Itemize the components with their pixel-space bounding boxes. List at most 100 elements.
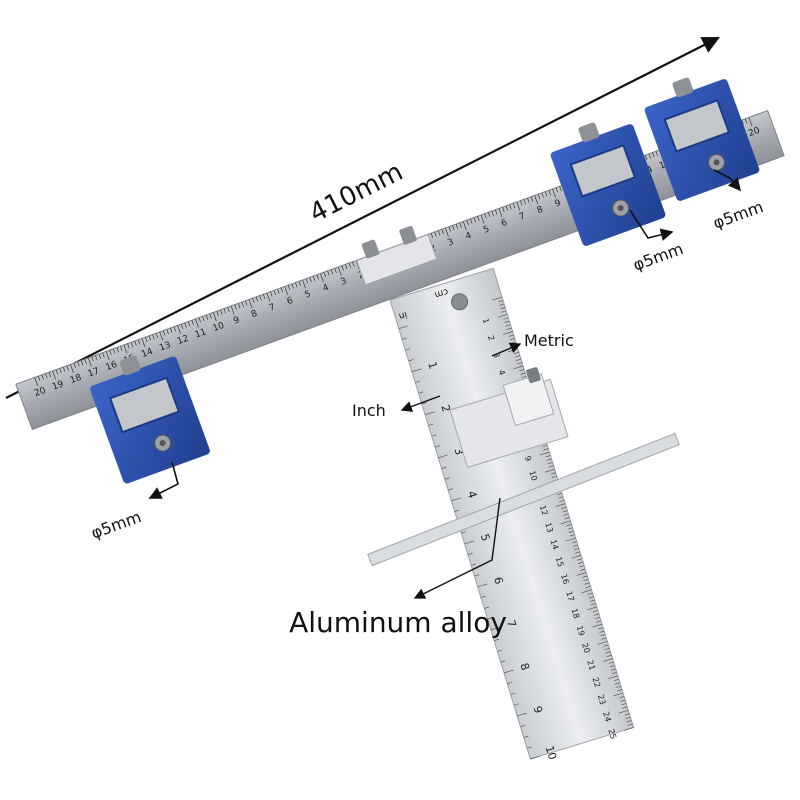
square-tick xyxy=(517,362,523,365)
square-tick xyxy=(572,544,578,547)
ruler-number: 16 xyxy=(105,360,119,373)
ruler-tick xyxy=(505,205,509,211)
square-tick xyxy=(499,303,505,306)
square-tick xyxy=(497,314,508,318)
square-tick xyxy=(589,599,595,602)
square-tick xyxy=(615,682,621,685)
right-blue-block-b xyxy=(644,77,760,201)
square-tick xyxy=(444,477,450,480)
square-tick xyxy=(517,712,527,717)
cross-blade xyxy=(367,432,680,567)
square-tick xyxy=(431,434,437,437)
square-tick xyxy=(558,496,564,499)
ruler-tick xyxy=(452,225,455,231)
ruler-tick xyxy=(437,230,441,236)
ruler-tick xyxy=(502,207,505,212)
ruler-tick xyxy=(445,227,449,237)
ruler-number: 3 xyxy=(339,276,348,287)
ruler-tick xyxy=(352,261,355,267)
ruler-tick xyxy=(134,340,137,346)
material-leader xyxy=(413,497,501,599)
ruler-tick xyxy=(80,360,84,366)
ruler-tick xyxy=(55,369,59,375)
ruler-number: 6 xyxy=(500,218,509,229)
ruler-tick xyxy=(237,303,241,309)
square-cm-unit: cm xyxy=(433,286,449,300)
square-tick xyxy=(398,325,409,329)
square-cm-number: 18 xyxy=(569,607,581,619)
square-tick xyxy=(611,672,617,675)
ruler-tick xyxy=(45,373,48,379)
square-tick xyxy=(411,368,422,373)
square-tick xyxy=(599,630,605,633)
square-tick xyxy=(626,720,632,723)
square-tick xyxy=(585,586,591,589)
square-tick xyxy=(568,530,574,533)
ruler-number: 8 xyxy=(250,309,259,320)
ruler-tick xyxy=(655,151,659,157)
ruler-tick xyxy=(37,375,41,381)
ruler-tick xyxy=(341,265,344,271)
square-tick xyxy=(603,644,609,647)
square-screw xyxy=(451,293,469,311)
ruler-number: 9 xyxy=(554,198,563,209)
ruler-tick xyxy=(259,295,262,301)
square-tick xyxy=(542,444,548,447)
square-tick xyxy=(547,462,553,465)
square-tick xyxy=(415,380,421,383)
ruler-tick xyxy=(545,191,548,197)
ruler-tick xyxy=(495,209,498,215)
square-cm-number: 9 xyxy=(523,455,533,463)
square-tick xyxy=(421,402,427,405)
ruler-tick xyxy=(66,365,69,371)
ruler-tick xyxy=(62,366,66,372)
square-tick xyxy=(616,685,622,688)
square-tick xyxy=(520,725,526,728)
ruler-tick xyxy=(520,200,523,206)
square-tick xyxy=(494,638,500,641)
ruler-tick xyxy=(220,309,223,315)
ruler-tick xyxy=(327,270,330,276)
square-cm-number: 13 xyxy=(543,521,555,533)
ruler-tick xyxy=(112,348,116,354)
ruler-tick xyxy=(530,196,534,202)
square-tick xyxy=(502,331,513,335)
ruler-number: 5 xyxy=(482,224,491,235)
ruler-tick xyxy=(170,327,173,333)
ruler-number: 3 xyxy=(446,237,455,248)
ruler-tick xyxy=(534,195,539,205)
square-cm-number: 22 xyxy=(591,676,603,688)
ruler-tick xyxy=(744,118,748,124)
ruler-tick xyxy=(52,370,56,380)
square-tick xyxy=(408,359,414,362)
square-tick xyxy=(487,617,493,620)
ruler-tick xyxy=(127,343,130,349)
ruler-tick xyxy=(230,305,235,315)
ruler-tick xyxy=(227,307,230,313)
square-tick xyxy=(627,723,633,726)
square-tick xyxy=(448,488,453,491)
square-tick xyxy=(501,310,507,313)
square-tick xyxy=(508,334,514,337)
ruler-tick xyxy=(298,281,301,287)
square-tick xyxy=(559,499,565,502)
ruler-tick xyxy=(330,269,334,275)
square-inch-number: 10 xyxy=(543,744,560,761)
square-tick xyxy=(584,582,590,585)
square-tick xyxy=(515,355,521,358)
ruler-tick xyxy=(41,374,44,380)
ruler-number: 6 xyxy=(286,296,295,307)
square-tick xyxy=(504,320,510,323)
ruler-tick xyxy=(334,268,337,274)
square-stop-block xyxy=(449,367,569,469)
square-tick xyxy=(588,596,594,599)
ruler-number: 8 xyxy=(536,205,545,216)
ruler-number: 4 xyxy=(464,231,473,242)
square-tick xyxy=(606,654,612,657)
ruler-tick xyxy=(155,333,159,339)
square-inch-number: 6 xyxy=(491,575,505,585)
square-tick xyxy=(569,534,575,537)
square-tick xyxy=(438,454,448,459)
hole-right-b-leader xyxy=(713,169,742,192)
